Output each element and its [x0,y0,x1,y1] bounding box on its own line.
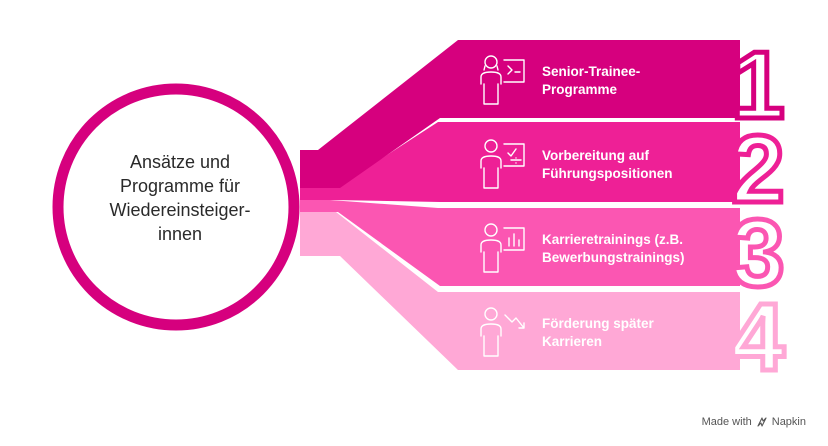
band-3 [300,200,740,286]
band-4 [300,212,740,370]
presenter-downtrend-icon [480,307,525,357]
number-4: 4 [731,284,784,391]
item-2-label-line: Führungspositionen [542,166,673,181]
number-2: 2 [731,116,784,223]
made-with-napkin[interactable]: Made with Napkin [702,416,806,428]
center-title-line: Wiedereinsteiger- [109,200,251,220]
item-2-label-line: Vorbereitung auf [542,148,650,163]
item-2-label: Vorbereitung auf Führungspositionen [542,147,732,183]
item-4-label-line: Förderung später [542,316,654,331]
presenter-bar-chart-icon [480,223,525,273]
center-title-line: Ansätze und [129,152,231,172]
item-1-label-line: Senior-Trainee- [542,64,641,79]
center-title-line: Programme für [119,176,241,196]
item-3-label-line: Bewerbungstrainings) [542,250,685,265]
item-3-label: Karrieretrainings (z.B. Bewerbungstraini… [542,231,732,267]
napkin-logo-icon [757,417,767,427]
center-title: Ansätze und Programme für Wiedereinsteig… [60,150,300,246]
center-ring [52,83,300,331]
presenter-checklist-icon [480,139,525,189]
item-3-label-line: Karrieretrainings (z.B. [542,232,684,247]
center-title-line: innen [157,224,203,244]
made-with-label: Made with [701,416,752,428]
item-1-label: Senior-Trainee- Programme [542,63,732,99]
number-3: 3 [731,200,784,307]
presenter-board-icon [480,55,525,105]
number-1: 1 [731,32,784,139]
band-1 [300,40,740,188]
band-2 [300,122,740,202]
napkin-brand: Napkin [771,416,806,428]
item-4-label-line: Karrieren [542,334,603,349]
item-1-label-line: Programme [542,82,618,97]
item-4-label: Förderung später Karrieren [542,315,732,351]
